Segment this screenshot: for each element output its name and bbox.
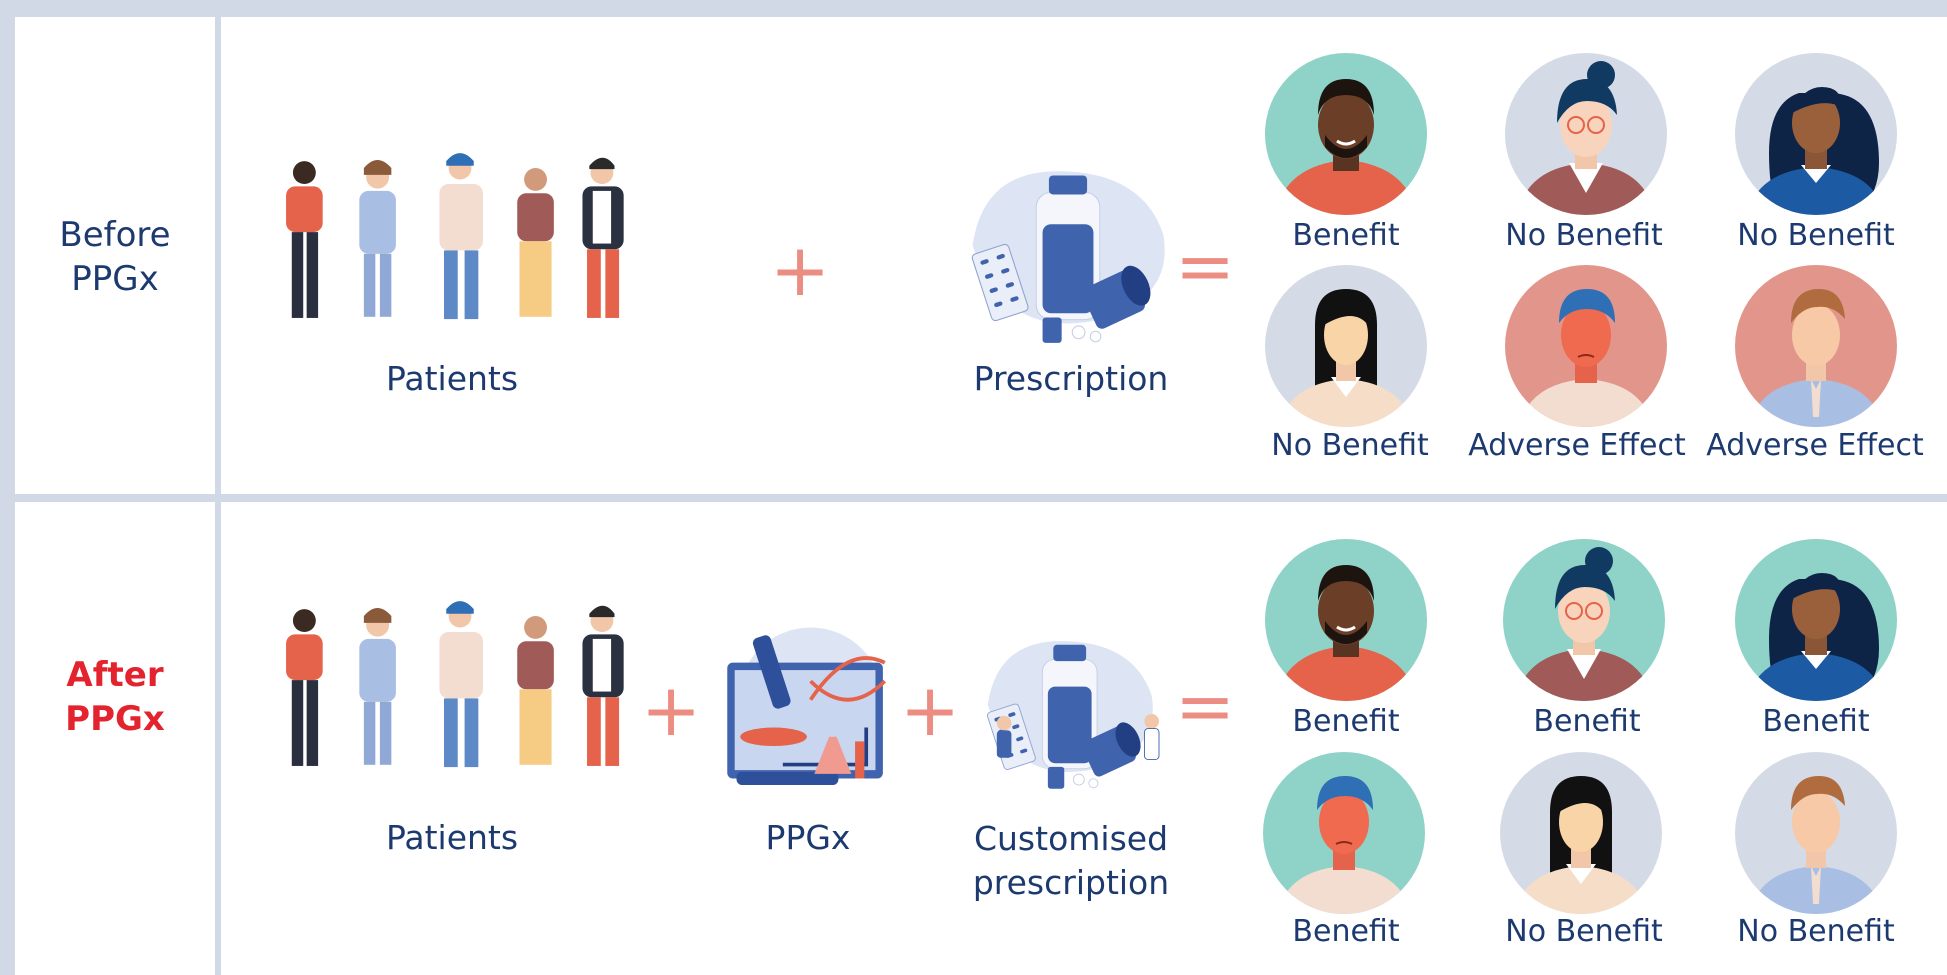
equals-operator-before: =	[1174, 224, 1236, 308]
customised-prescription-label: Customised prescription	[972, 819, 1170, 902]
ppgx-label: PPGx	[765, 818, 851, 857]
outcome-avatar-after-2	[1503, 539, 1665, 701]
woman-black-hair-avatar-icon	[1279, 289, 1413, 427]
man-tie-avatar-icon	[1749, 776, 1883, 914]
plus-operator-after-2: +	[899, 668, 961, 752]
row-title-before: Before PPGx	[59, 215, 171, 299]
lab-pills-illustration	[972, 632, 1172, 796]
outcome-label-before-6: Adverse Effect	[1706, 428, 1924, 463]
outcome-avatar-before-4	[1265, 265, 1427, 427]
patients-illustration-after	[262, 600, 642, 806]
woman-black-hair-avatar-icon	[1514, 776, 1648, 914]
patients-label-before: Patients	[385, 359, 519, 398]
outcome-label-after-5: No Benefit	[1505, 914, 1663, 949]
outcome-avatar-before-2	[1505, 53, 1667, 215]
man-blue-hair-avatar-icon	[1518, 288, 1654, 427]
microscope-dna-illustration	[718, 624, 894, 794]
outcome-avatar-after-6	[1735, 752, 1897, 914]
woman-glasses-avatar-icon	[1516, 60, 1656, 215]
woman-long-hair-avatar-icon	[1747, 573, 1885, 701]
outcome-label-before-2: No Benefit	[1505, 218, 1663, 253]
outcome-label-before-1: Benefit	[1292, 218, 1400, 253]
woman-glasses-avatar-icon	[1514, 546, 1654, 701]
plus-operator-after-1: +	[640, 668, 702, 752]
outcome-label-after-4: Benefit	[1292, 914, 1400, 949]
outcome-avatar-before-5	[1505, 265, 1667, 427]
outcome-label-after-6: No Benefit	[1737, 914, 1895, 949]
plus-operator-before-1: +	[769, 228, 831, 312]
woman-long-hair-avatar-icon	[1747, 87, 1885, 215]
outcome-avatar-before-1	[1265, 53, 1427, 215]
prescription-label-before: Prescription	[973, 359, 1169, 398]
outcome-avatar-after-1	[1265, 539, 1427, 701]
outcome-label-before-5: Adverse Effect	[1468, 428, 1686, 463]
man-dark-skin-avatar-icon	[1273, 563, 1419, 701]
row-label-panel-after	[15, 502, 215, 975]
outcome-label-before-3: No Benefit	[1737, 218, 1895, 253]
outcome-avatar-before-6	[1735, 265, 1897, 427]
man-tie-avatar-icon	[1749, 289, 1883, 427]
row-label-panel-before	[15, 17, 215, 494]
equals-operator-after: =	[1174, 664, 1236, 748]
outcome-label-after-1: Benefit	[1292, 704, 1400, 739]
outcome-avatar-after-4	[1263, 752, 1425, 914]
outcome-avatar-after-3	[1735, 539, 1897, 701]
row-title-after: After PPGx	[65, 655, 165, 739]
outcome-label-after-2: Benefit	[1533, 704, 1641, 739]
outcome-avatar-before-3	[1735, 53, 1897, 215]
man-dark-skin-avatar-icon	[1273, 77, 1419, 215]
outcome-avatar-after-5	[1500, 752, 1662, 914]
pill-bottles-illustration-before	[962, 160, 1174, 352]
outcome-label-after-3: Benefit	[1762, 704, 1870, 739]
man-blue-hair-avatar-icon	[1276, 775, 1412, 914]
patients-label-after: Patients	[385, 818, 519, 857]
outcome-label-before-4: No Benefit	[1271, 428, 1429, 463]
patients-illustration-before	[262, 152, 642, 358]
